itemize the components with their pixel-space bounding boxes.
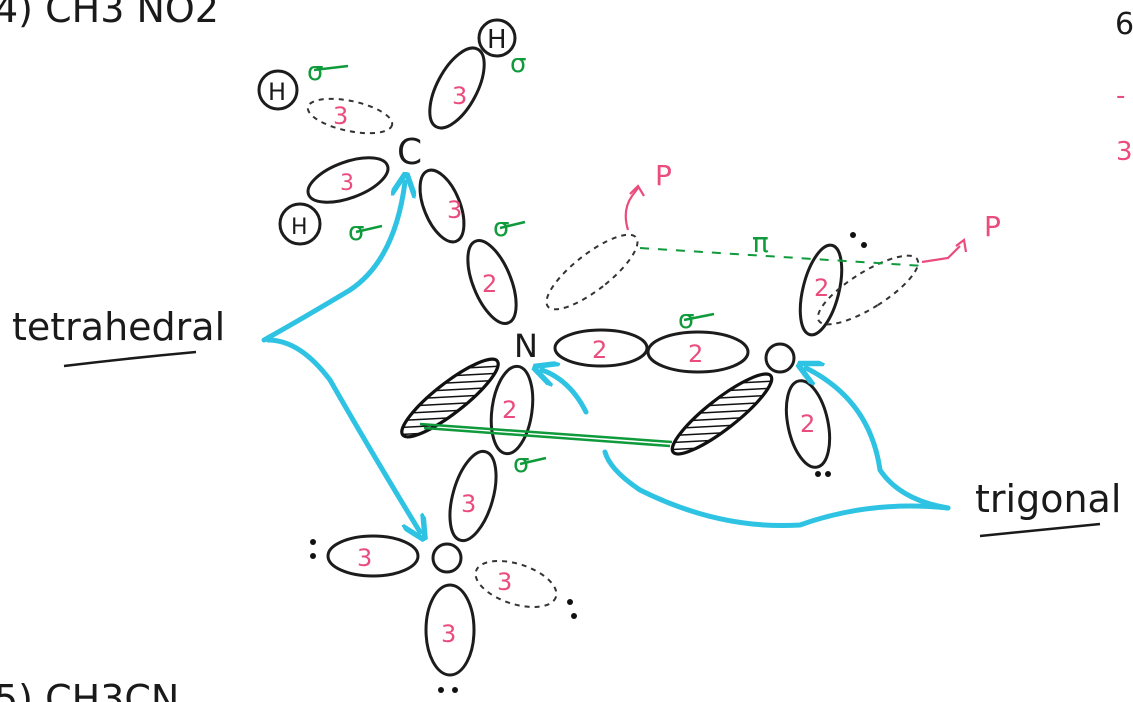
c-h-left-orbital — [306, 97, 394, 135]
hydrogen-left-label: H — [268, 78, 286, 106]
right-edge-pink-number: 3 — [1116, 137, 1133, 167]
sigma-stroke-c-h-left — [313, 64, 349, 72]
p-arrow-oxygen — [921, 245, 961, 264]
orbital-label-n-o-nitrogen: 2 — [592, 336, 607, 364]
c-h-front-orbital — [306, 156, 390, 204]
c-n-orbital-nitrogen — [466, 239, 518, 325]
orbital-label-c-n-carbon: 3 — [447, 196, 462, 224]
sigma-stroke-n-o-down — [519, 456, 547, 466]
n-o-orbital-down-nitrogen — [489, 364, 535, 456]
hydrogen-bottom-label: H — [291, 215, 308, 240]
pi-label: π — [752, 226, 769, 259]
oxygen-right-lone-pair-top — [798, 243, 844, 337]
hydrogen-top-circle — [477, 18, 517, 58]
sigma-label-c-h-top: σ — [510, 49, 526, 79]
hydrogen-bottom-circle — [278, 202, 322, 246]
orbital-label-c-h-front: 3 — [340, 171, 354, 196]
orbital-label-oxygen-bottom-front: 3 — [441, 620, 456, 648]
n-o-orbital-oxygen — [646, 330, 750, 374]
heading-formula-4: 4) CH3 NO2 — [0, 0, 219, 31]
hydrogen-left-circle — [257, 69, 299, 111]
orbital-label-n-o-down-oxygen: 3 — [461, 490, 476, 518]
c-h-top-orbital — [428, 46, 486, 130]
orbital-label-oxygen-right-bottom: 2 — [800, 410, 815, 438]
arrow-trigonal-to-nitrogen — [542, 370, 589, 415]
orbital-label-oxygen-bottom-left: 3 — [357, 544, 372, 572]
sigma-stroke-n-o-right — [683, 312, 715, 322]
carbon-atom: C — [397, 132, 422, 173]
pi-overlap-line — [419, 422, 673, 444]
sigma-label-c-h-left: σ — [307, 57, 323, 87]
orbital-label-n-o-down-nitrogen: 2 — [502, 396, 517, 424]
orbital-label-oxygen-bottom-right: 3 — [497, 568, 512, 596]
p-arrow-nitrogen — [624, 187, 639, 231]
sigma-stroke-c-h-bottom — [355, 224, 383, 234]
heading-formula-5: 5) CH3CN — [0, 677, 179, 702]
right-edge-pink-mark: - — [1116, 81, 1125, 111]
orbital-label-n-o-oxygen: 2 — [688, 340, 703, 368]
underline-trigonal — [979, 522, 1101, 538]
n-o-orbital-down-oxygen — [448, 449, 498, 543]
p-label-nitrogen: P — [655, 159, 672, 192]
arrow-trigonal-to-oxygen — [806, 368, 951, 511]
pi-bond-dashed — [639, 247, 925, 267]
arrow-tetrahedral-to-carbon — [261, 182, 405, 343]
orbital-label-c-h-left: 3 — [333, 102, 348, 130]
orbital-label-c-h-top: 3 — [452, 82, 467, 110]
oxygen-bottom-atom — [431, 542, 463, 574]
nitrogen-atom: N — [514, 327, 538, 365]
n-o-orbital-nitrogen — [553, 328, 649, 368]
oxygen-bottom-lone-pair-left — [326, 534, 420, 578]
nitrogen-p-orbital — [545, 233, 639, 311]
oxygen-right-hatched-p-lobe — [670, 372, 774, 456]
right-edge-number: 6 — [1115, 7, 1133, 42]
c-n-orbital-carbon — [418, 168, 466, 244]
orbital-label-c-n-nitrogen: 2 — [482, 270, 497, 298]
sigma-stroke-c-n — [499, 220, 526, 230]
label-tetrahedral: tetrahedral — [12, 305, 225, 349]
nitrogen-hatched-p-lobe — [400, 357, 500, 439]
arrow-trigonal-base — [602, 449, 951, 529]
oxygen-bottom-lone-pair-right — [474, 559, 558, 609]
oxygen-right-atom — [764, 342, 796, 374]
hydrogen-top-label: H — [487, 25, 507, 55]
oxygen-bottom-lone-pair-front — [424, 583, 476, 677]
arrow-tetrahedral-to-oxygen — [265, 337, 420, 532]
orbital-label-oxygen-right-top: 2 — [814, 274, 829, 302]
label-trigonal: trigonal — [975, 477, 1121, 521]
p-label-oxygen: P — [984, 210, 1001, 243]
underline-tetrahedral — [63, 350, 197, 368]
